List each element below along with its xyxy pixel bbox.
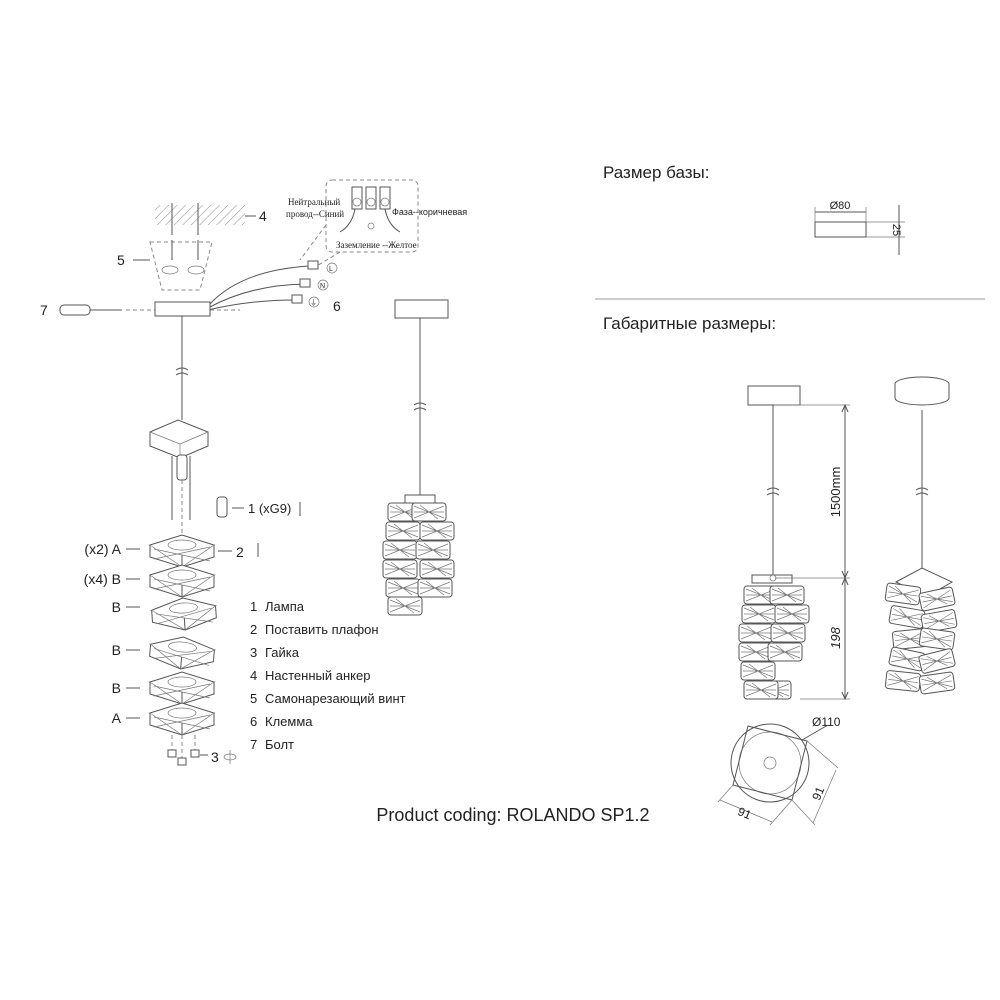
top-diameter-label: Ø110 <box>812 715 841 729</box>
legend-text: Поставить плафон <box>265 622 379 637</box>
phase-wire-label: Фаза--коричневая <box>392 207 467 217</box>
cable-length-label: 1500mm <box>828 467 843 518</box>
canopy-plate <box>154 301 211 317</box>
ceiling-hatch <box>155 205 245 225</box>
terminal-n: N <box>320 283 325 290</box>
wiring-inset <box>325 179 419 253</box>
ring-5 <box>149 671 215 705</box>
exploded-assembly: 4 5 Нейтральный провод--Синий Фаза--кори… <box>40 179 467 766</box>
base-diameter-label: Ø80 <box>830 200 851 212</box>
callout-5: 5 <box>117 252 125 268</box>
legend-text: Настенный анкер <box>265 668 370 683</box>
ring-label: B <box>112 680 121 696</box>
dimension-perspective-view <box>884 376 958 695</box>
base-size-title: Размер базы: <box>603 163 710 182</box>
terminal-l: L <box>329 266 333 273</box>
ring-label: (x4) B <box>84 571 121 587</box>
base-size-section: Размер базы: Ø80 25 <box>603 163 905 255</box>
terminal-ground: ⏚ <box>310 299 317 307</box>
ring-2 <box>149 564 215 598</box>
ring-label: B <box>112 599 121 615</box>
callout-3: 3 <box>211 749 219 765</box>
product-coding: Product coding: ROLANDO SP1.2 <box>376 805 649 825</box>
assembled-lamp-front <box>382 299 455 616</box>
legend-text: Лампа <box>265 599 305 614</box>
legend-num: 5 <box>250 691 257 706</box>
legend-num: 7 <box>250 737 257 752</box>
ring-3 <box>150 595 218 633</box>
g9-bulb <box>216 496 228 518</box>
legend-num: 4 <box>250 668 257 683</box>
top-width-a-label: 91 <box>736 804 754 822</box>
overall-size-title: Габаритные размеры: <box>603 314 776 333</box>
base-height-label: 25 <box>890 224 902 236</box>
lamp-holder-box <box>149 419 209 459</box>
legend-text: Гайка <box>265 645 300 660</box>
dimension-top-view: Ø110 91 91 <box>717 715 841 826</box>
parts-legend: 1 Лампа 2 Поставить плафон 3 Гайка 4 Нас… <box>250 599 406 752</box>
callout-6: 6 <box>333 298 341 314</box>
ring-1 <box>149 534 215 568</box>
callout-4: 4 <box>259 208 267 224</box>
neutral-wire-label: Нейтральный <box>288 197 340 207</box>
shade-height-label: 198 <box>828 626 843 648</box>
ring-4 <box>148 633 216 673</box>
dimension-front-view: 1500mm 198 <box>738 385 850 701</box>
callout-2: 2 <box>236 544 244 560</box>
ground-wire-label: Заземление --Желтое <box>336 240 417 250</box>
legend-num: 1 <box>250 599 257 614</box>
callout-7: 7 <box>40 302 48 318</box>
legend-text: Клемма <box>265 714 313 729</box>
ring-6 <box>149 702 215 736</box>
legend-text: Самонарезающий винт <box>265 691 406 706</box>
top-width-b-label: 91 <box>809 784 827 802</box>
neutral-wire-label-2: провод--Синий <box>286 209 344 219</box>
ring-label: A <box>112 710 122 726</box>
screwdriver <box>59 304 91 316</box>
ring-label: (x2) A <box>84 541 121 557</box>
legend-num: 2 <box>250 622 257 637</box>
legend-text: Болт <box>265 737 294 752</box>
ring-labels: (x2) A (x4) B B B B A <box>84 541 140 726</box>
ring-label: B <box>112 642 121 658</box>
legend-num: 6 <box>250 714 257 729</box>
callout-1: 1 (xG9) <box>248 501 291 516</box>
legend-num: 3 <box>250 645 257 660</box>
base-outline <box>814 221 867 238</box>
